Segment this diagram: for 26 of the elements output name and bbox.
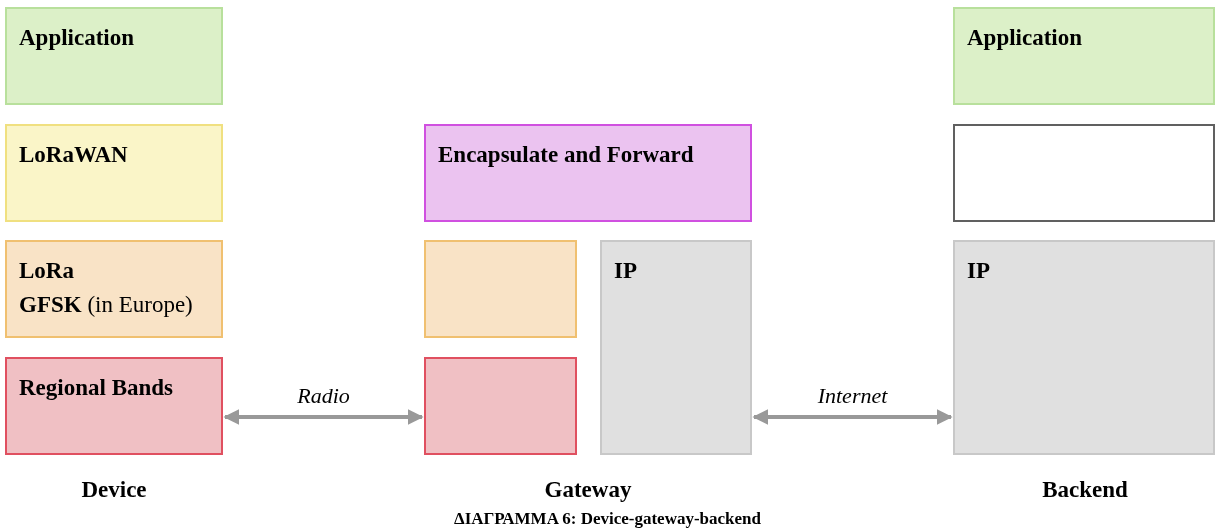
column-label: Gateway: [544, 478, 632, 501]
layer-label: Regional Bands: [19, 374, 173, 402]
layer-label: Application: [19, 24, 135, 52]
double-arrow: [223, 409, 424, 425]
layer-box: [5, 240, 223, 338]
empty-layer-box: [424, 240, 577, 338]
layer-box: [5, 357, 223, 455]
layer-label: LoRa: [19, 257, 74, 285]
layer-box: [953, 240, 1215, 455]
layer-box: [5, 124, 223, 222]
empty-layer-box: [424, 357, 577, 455]
column-label: Device: [81, 478, 147, 501]
layer-box: [424, 124, 752, 222]
layer-box: [5, 7, 223, 105]
layer-label: LoRaWAN: [19, 141, 128, 169]
caption: ΔΙΑΓΡΑΜΜΑ 6: Device-gateway-backend: [454, 510, 761, 527]
layer-label: Encapsulate and Forward: [438, 141, 694, 169]
double-arrow: [752, 409, 953, 425]
column-label: Backend: [1042, 478, 1128, 501]
layer-box: [600, 240, 752, 455]
layer-label: IP: [614, 257, 637, 285]
layer-label: Application: [967, 24, 1083, 52]
empty-layer-box: [953, 124, 1215, 222]
layer-label: GFSK (in Europe): [19, 291, 193, 319]
layer-box: [953, 7, 1215, 105]
layer-label: IP: [967, 257, 990, 285]
